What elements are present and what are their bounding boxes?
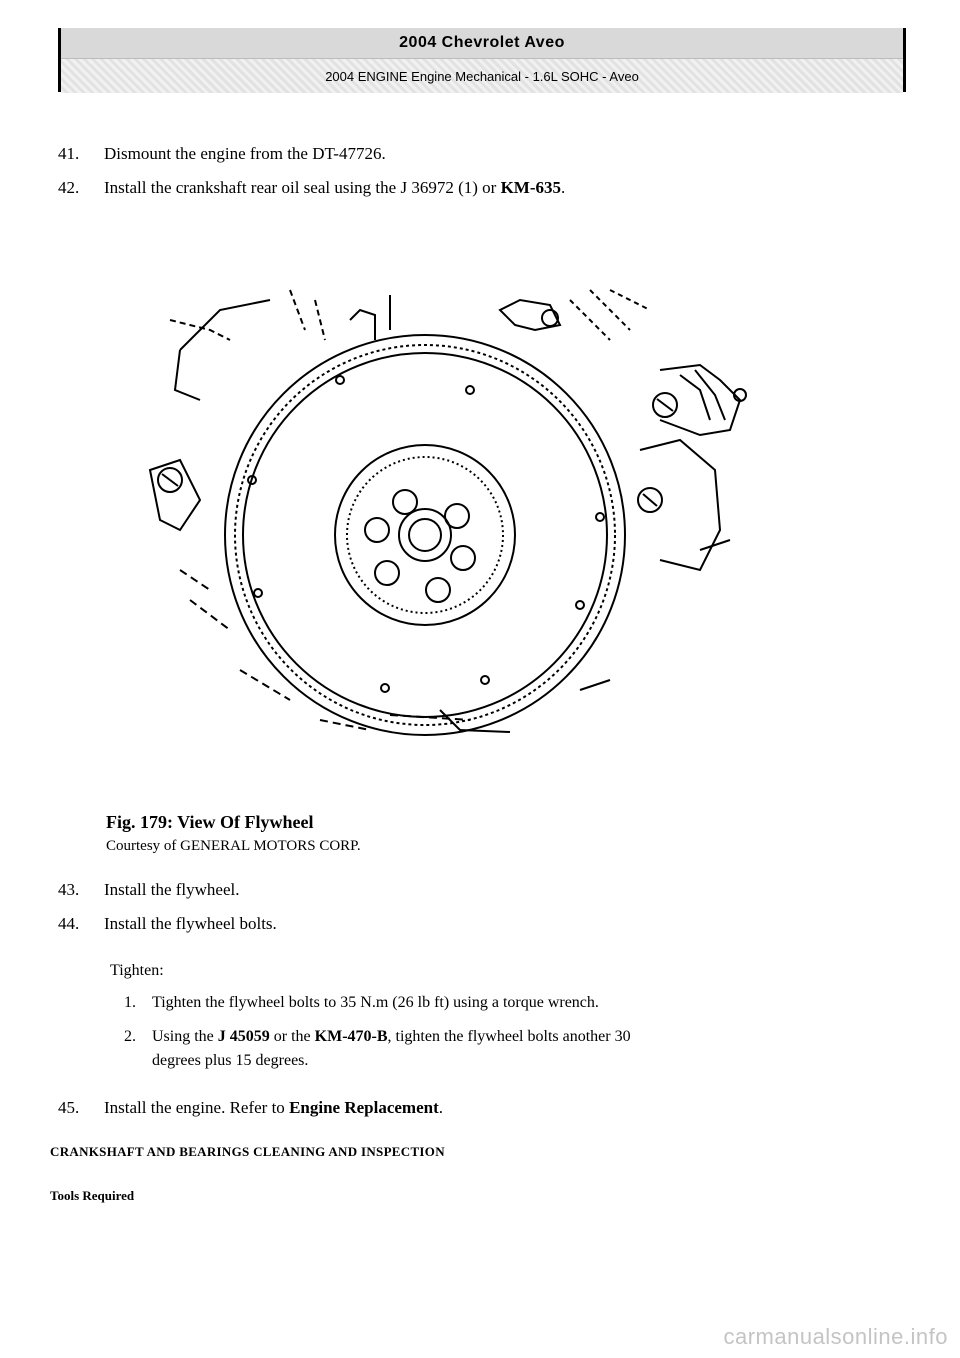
item-text: Tighten the flywheel bolts to 35 N.m (26… [152, 994, 599, 1011]
step-number: 44. [58, 914, 80, 933]
step-43: 43. Install the flywheel. [58, 880, 240, 900]
step-41: 41. Dismount the engine from the DT-47726… [58, 144, 386, 164]
flywheel [224, 334, 626, 736]
step-text: Install the crankshaft rear oil seal usi… [104, 178, 501, 197]
figure-caption: Fig. 179: View Of Flywheel [106, 812, 314, 832]
flywheel-illustration [148, 289, 747, 736]
step-45: 45. Install the engine. Refer to Engine R… [58, 1098, 443, 1117]
tool-ref: J 45059 [217, 1028, 270, 1045]
tighten-label: Tighten: [110, 962, 164, 979]
tighten-item-2-continued: degrees plus 15 degrees. [152, 1052, 309, 1069]
step-number: 41. [58, 144, 80, 163]
step-44: 44. Install the flywheel bolts. [58, 914, 277, 934]
tool-ref: KM-470-B [314, 1028, 388, 1045]
step-text: Install the engine. Refer to [104, 1098, 290, 1117]
item-number: 1. [124, 994, 136, 1011]
item-number: 2. [124, 1028, 136, 1045]
step-text: Dismount the engine from the DT-47726. [104, 144, 386, 163]
tighten-item-1: 1. Tighten the flywheel bolts to 35 N.m (… [124, 994, 599, 1012]
step-text: Install the flywheel. [104, 880, 240, 899]
step-number: 43. [58, 880, 80, 899]
cross-reference-link[interactable]: Engine Replacement [289, 1098, 439, 1117]
tool-ref: KM-635 [500, 178, 561, 197]
step-number: 45. [58, 1098, 80, 1117]
watermark: carmanualsonline.info [723, 1324, 948, 1349]
header-title: 2004 Chevrolet Aveo [61, 28, 903, 59]
figure-credit: Courtesy of GENERAL MOTORS CORP. [106, 838, 361, 854]
section-heading: CRANKSHAFT AND BEARINGS CLEANING AND INS… [50, 1144, 445, 1159]
tools-required-heading: Tools Required [50, 1188, 135, 1203]
step-text: Install the flywheel bolts. [104, 914, 277, 933]
step-number: 42. [58, 178, 80, 197]
header-subtitle: 2004 ENGINE Engine Mechanical - 1.6L SOH… [61, 59, 903, 93]
page-header: 2004 Chevrolet Aveo 2004 ENGINE Engine M… [58, 28, 906, 93]
tighten-item-2: 2.Using the J 45059 or the KM-470-B, tig… [124, 1028, 631, 1045]
step-42: 42. Install the crankshaft rear oil seal … [58, 178, 566, 197]
engine-block-outline [148, 289, 747, 733]
